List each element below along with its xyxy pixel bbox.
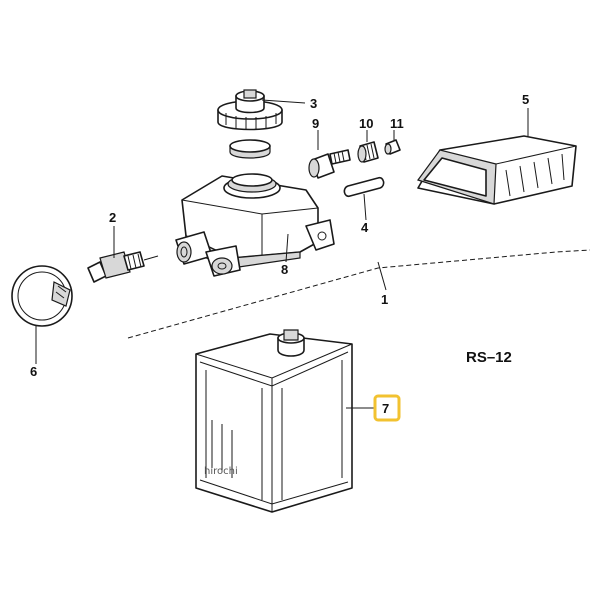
callout-9: 9 xyxy=(312,116,319,131)
callout-1: 1 xyxy=(381,292,388,307)
callout-3: 3 xyxy=(310,96,317,111)
hose-clamp xyxy=(11,265,73,327)
reservoir-cap xyxy=(217,89,283,131)
callout-4: 4 xyxy=(361,220,369,235)
leader-lines xyxy=(35,99,529,409)
callout-8: 8 xyxy=(281,262,288,277)
filter-sleeve xyxy=(417,135,577,205)
pin xyxy=(343,176,385,198)
callout-11: 11 xyxy=(390,116,404,131)
callout-2: 2 xyxy=(109,210,116,225)
assembly-bracket xyxy=(127,249,591,339)
reservoir-housing xyxy=(175,173,335,277)
callout-10: 10 xyxy=(359,116,373,131)
callout-7: 7 xyxy=(382,401,389,416)
fitting-nut xyxy=(357,141,379,163)
watermark: hirochi xyxy=(204,466,238,477)
sleeve xyxy=(384,139,401,155)
highlighted-callout[interactable]: 7 xyxy=(373,394,401,422)
callout-5: 5 xyxy=(522,92,529,107)
highlight-frame xyxy=(373,394,401,422)
fluid-can xyxy=(195,329,353,513)
reference-code: RS–12 xyxy=(466,349,512,366)
cap-seal xyxy=(229,139,271,159)
callout-6: 6 xyxy=(30,364,37,379)
screw-fitting xyxy=(308,149,351,179)
warning-switch xyxy=(87,251,159,283)
